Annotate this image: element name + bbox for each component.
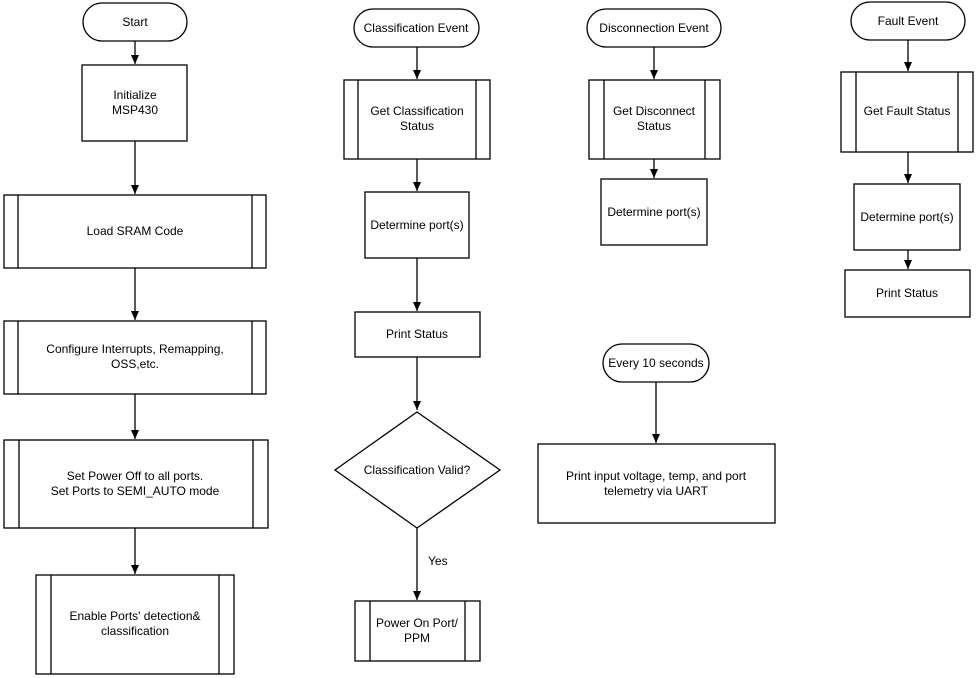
fault-print-process: Print Status [844, 269, 971, 318]
get-disconnect-status-line1: Get Disconnect [613, 104, 696, 118]
classification-determine-label: Determine port(s) [370, 218, 463, 232]
get-disconnect-status-line2: Status [637, 119, 671, 133]
classification-valid-decision: Classification Valid? [333, 411, 502, 529]
fault-print-label: Print Status [876, 286, 938, 300]
set-power-label-line2: Set Ports to SEMI_AUTO mode [51, 484, 220, 498]
enable-ports-label-line2: classification [101, 624, 169, 638]
disconnection-event-label: Disconnection Event [599, 21, 709, 35]
classification-print-process: Print Status [354, 311, 481, 358]
fault-event-label: Fault Event [878, 14, 939, 28]
start-label: Start [122, 15, 148, 29]
print-telemetry-line2: telemetry via UART [604, 484, 708, 498]
power-on-port-subprocess: Power On Port/ PPM [354, 600, 481, 662]
configure-subprocess: Configure Interrupts, Remapping, OSS,etc… [3, 320, 267, 395]
get-fault-status-label: Get Fault Status [864, 104, 951, 118]
fault-event-terminal: Fault Event [850, 1, 966, 41]
disconnection-determine-label: Determine port(s) [607, 205, 700, 219]
start-terminal: Start [82, 2, 188, 42]
get-classification-status-line1: Get Classification [370, 104, 463, 118]
get-fault-status-subprocess: Get Fault Status [840, 71, 974, 153]
classification-event-terminal: Classification Event [353, 8, 480, 48]
disconnection-event-terminal: Disconnection Event [586, 8, 722, 48]
classification-event-label: Classification Event [364, 21, 469, 35]
disconnection-determine-process: Determine port(s) [600, 178, 708, 246]
get-classification-status-subprocess: Get Classification Status [343, 79, 491, 160]
set-power-subprocess: Set Power Off to all ports. Set Ports to… [3, 439, 269, 529]
set-power-label-line1: Set Power Off to all ports. [67, 469, 204, 483]
configure-label-line2: OSS,etc. [111, 357, 159, 371]
initialize-process: Initialize MSP430 [81, 64, 188, 142]
configure-label-line1: Configure Interrupts, Remapping, [46, 342, 223, 356]
classification-determine-process: Determine port(s) [364, 191, 470, 259]
initialize-label-line1: Initialize [113, 88, 157, 102]
yes-label: Yes [428, 554, 448, 568]
enable-ports-label-line1: Enable Ports' detection& [69, 609, 200, 623]
fault-determine-label: Determine port(s) [860, 210, 953, 224]
load-sram-label: Load SRAM Code [87, 224, 184, 238]
every-10-seconds-label: Every 10 seconds [608, 356, 703, 370]
load-sram-subprocess: Load SRAM Code [3, 194, 267, 269]
power-on-port-line1: Power On Port/ [376, 616, 459, 630]
power-on-port-line2: PPM [404, 631, 430, 645]
every-10-seconds-terminal: Every 10 seconds [602, 343, 710, 383]
classification-print-label: Print Status [386, 327, 448, 341]
classification-valid-label: Classification Valid? [364, 463, 471, 477]
enable-ports-subprocess: Enable Ports' detection& classification [35, 574, 235, 675]
get-classification-status-line2: Status [400, 119, 434, 133]
initialize-label-line2: MSP430 [112, 103, 158, 117]
print-telemetry-process: Print input voltage, temp, and port tele… [537, 443, 776, 524]
print-telemetry-line1: Print input voltage, temp, and port [566, 469, 747, 483]
fault-determine-process: Determine port(s) [853, 183, 961, 251]
get-disconnect-status-subprocess: Get Disconnect Status [588, 79, 721, 160]
